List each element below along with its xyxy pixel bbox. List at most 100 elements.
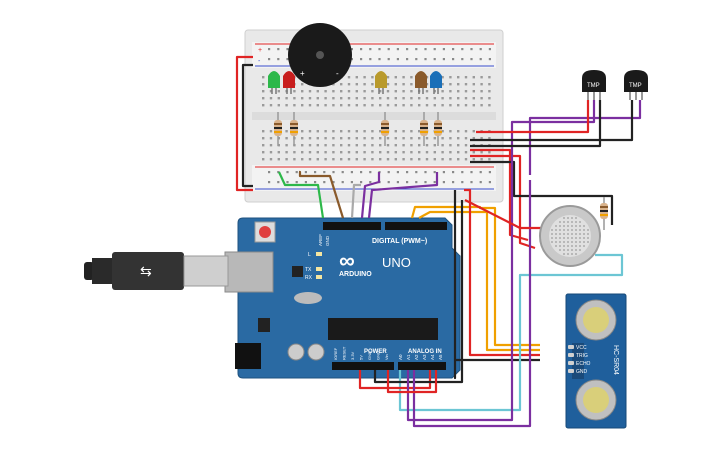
led-yellow xyxy=(375,71,387,94)
analog-pin-label: A5 xyxy=(438,354,443,360)
buzzer-minus: - xyxy=(336,69,339,78)
breadboard: + - xyxy=(244,29,504,203)
ultrasonic-pin-labels: VCC TRIG ECHO GND xyxy=(568,345,591,375)
temp-sensor-1-label: TMP xyxy=(587,83,600,89)
us-pin-label: GND xyxy=(576,369,588,375)
gas-resistor xyxy=(600,197,608,230)
led-tx xyxy=(316,267,322,271)
tx-label: TX xyxy=(305,267,312,273)
temp-sensor-2: TMP xyxy=(624,70,648,100)
temp-sensor-1: TMP xyxy=(582,70,606,100)
analog-header xyxy=(398,362,446,370)
analog-pin-label: A3 xyxy=(422,354,427,360)
cyan-wire xyxy=(398,253,624,412)
led-l-label: L xyxy=(308,252,311,258)
red-wire-bottom xyxy=(358,370,432,390)
purple-wire-bottom-2 xyxy=(412,180,532,428)
purple-wire-2 xyxy=(367,172,439,219)
purple-wire-tmp2 xyxy=(528,100,642,175)
led-green xyxy=(268,71,280,94)
gas-sensor-mesh xyxy=(551,217,589,255)
power-header-label: POWER xyxy=(364,349,387,355)
digital-header-right xyxy=(385,222,447,230)
gnd-label: GND xyxy=(325,235,330,246)
power-pin-label: 5V xyxy=(359,355,364,360)
us-pin-label: ECHO xyxy=(576,361,591,367)
temp-sensor-2-label: TMP xyxy=(629,83,642,89)
red-wire-us xyxy=(464,188,540,357)
purple-wire-bottom-1 xyxy=(406,180,514,422)
led-red xyxy=(283,71,295,94)
power-pin-label: RESET xyxy=(342,346,347,360)
red-wire-gas xyxy=(464,199,545,230)
us-pin-label: VCC xyxy=(576,345,587,351)
resistor-5 xyxy=(434,112,442,146)
bb-minus-label: - xyxy=(258,58,261,65)
usb-chip xyxy=(292,266,303,277)
us-pin-vcc xyxy=(568,345,574,349)
purple-wire-1 xyxy=(360,172,381,219)
rx-label: RX xyxy=(305,275,313,281)
atmega-chip xyxy=(328,318,438,340)
green-wire xyxy=(278,171,325,219)
usb-port xyxy=(224,251,274,293)
resistors xyxy=(274,112,442,146)
black-wire-rail xyxy=(470,160,614,225)
power-pin-label: Vin xyxy=(384,354,389,360)
dc-jack xyxy=(235,343,261,369)
analog-pin-label: A1 xyxy=(406,354,411,360)
analog-pin-label: A0 xyxy=(398,354,403,360)
power-pin-label: GND xyxy=(376,351,381,360)
digital-header-left xyxy=(323,222,381,230)
power-pin-label: 3.3V xyxy=(350,351,355,360)
arduino-board: DIGITAL (PWM~) AREF GND ∞ ARDUINO UNO L … xyxy=(224,217,461,379)
resistor-4 xyxy=(420,112,428,146)
led-rx xyxy=(316,275,322,279)
piezo-buzzer: + - xyxy=(288,23,352,87)
crystal xyxy=(294,292,322,304)
black-wire-bottom xyxy=(373,200,464,384)
red-wire-bottom-2 xyxy=(386,370,438,394)
gas-sensor xyxy=(539,205,601,267)
us-pin-echo xyxy=(568,361,574,365)
brown-wire xyxy=(298,170,345,219)
led-blue xyxy=(430,71,442,94)
us-pin-label: TRIG xyxy=(576,353,588,359)
us-pin-trig xyxy=(568,353,574,357)
bb-plus-label: + xyxy=(258,47,262,54)
analog-pin-label: A2 xyxy=(414,354,419,360)
usb-icon: ⇆ xyxy=(140,263,152,279)
digital-header-label: DIGITAL (PWM~) xyxy=(372,238,427,245)
resistor-1 xyxy=(274,112,282,146)
regulator xyxy=(258,318,270,332)
led-brown xyxy=(415,71,427,94)
arduino-model: UNO xyxy=(382,255,411,270)
power-pin-label: IOREF xyxy=(333,347,338,360)
black-wire-us xyxy=(453,190,540,380)
analog-pin-label: A4 xyxy=(430,354,435,360)
led-l xyxy=(316,252,322,256)
wires xyxy=(235,55,642,428)
gray-wire xyxy=(350,183,361,219)
power-header xyxy=(332,362,394,370)
arduino-brand: ARDUINO xyxy=(339,271,372,278)
resistor-3 xyxy=(381,112,389,146)
analog-header-label: ANALOG IN xyxy=(408,349,442,355)
us-pin-gnd xyxy=(568,369,574,373)
black-wire-tmp xyxy=(470,100,602,148)
black-wire-tmp2 xyxy=(470,100,634,142)
buzzer-plus: + xyxy=(300,69,305,78)
usb-cable: ⇆ xyxy=(84,252,229,290)
reset-button[interactable] xyxy=(259,226,271,238)
red-wire-rail-2 xyxy=(470,154,536,250)
resistor-2 xyxy=(290,112,298,146)
red-wire-left xyxy=(235,55,253,192)
black-wire-left xyxy=(241,63,253,188)
purple-wire-tmp1 xyxy=(510,100,596,180)
power-pin-label: GND xyxy=(367,351,372,360)
capacitor-1 xyxy=(287,343,305,361)
